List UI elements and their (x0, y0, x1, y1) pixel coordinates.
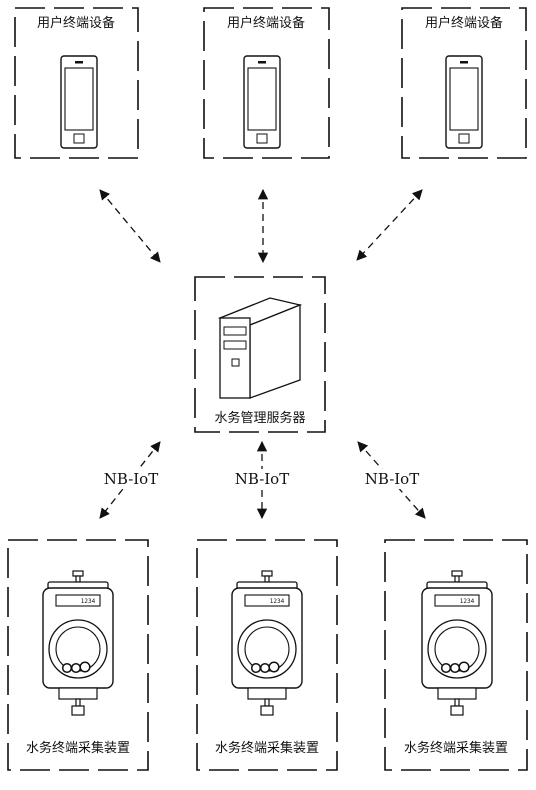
meter-display-1: 1234 (81, 598, 96, 605)
arrow-device1-server (99, 189, 161, 263)
user-device-label-1: 用户终端设备 (37, 15, 115, 31)
water-meter-icon: 1234 (42, 570, 114, 716)
smartphone-icon (243, 55, 281, 149)
device-server-arrows (99, 188, 423, 264)
collector-label-3: 水务终端采集装置 (404, 740, 508, 756)
arrow-device3-server (356, 189, 423, 261)
collector-box-2: 1234 水务终端采集装置 (196, 539, 338, 771)
collector-box-3: 1234 水务终端采集装置 (384, 539, 528, 771)
server-tower-icon (217, 297, 303, 399)
user-device-box-2: 用户终端设备 (203, 7, 330, 159)
collector-label-2: 水务终端采集装置 (215, 740, 319, 756)
smartphone-icon (445, 55, 483, 149)
smartphone-icon (60, 55, 98, 149)
collector-label-1: 水务终端采集装置 (26, 740, 130, 756)
water-meter-icon: 1234 (421, 570, 493, 716)
meter-display-2: 1234 (270, 598, 285, 605)
meter-display-3: 1234 (460, 598, 475, 605)
server-label: 水务管理服务器 (214, 410, 305, 426)
water-meter-icon: 1234 (231, 570, 303, 716)
link-label-1: NB-IoT (104, 470, 158, 488)
user-device-label-2: 用户终端设备 (227, 15, 305, 31)
server-box: 水务管理服务器 (194, 276, 326, 433)
user-device-box-1: 用户终端设备 (14, 7, 139, 159)
user-device-label-3: 用户终端设备 (425, 15, 503, 31)
link-label-2: NB-IoT (235, 470, 289, 488)
link-label-3: NB-IoT (365, 470, 419, 488)
collector-box-1: 1234 水务终端采集装置 (7, 539, 149, 771)
user-device-box-3: 用户终端设备 (401, 7, 527, 159)
